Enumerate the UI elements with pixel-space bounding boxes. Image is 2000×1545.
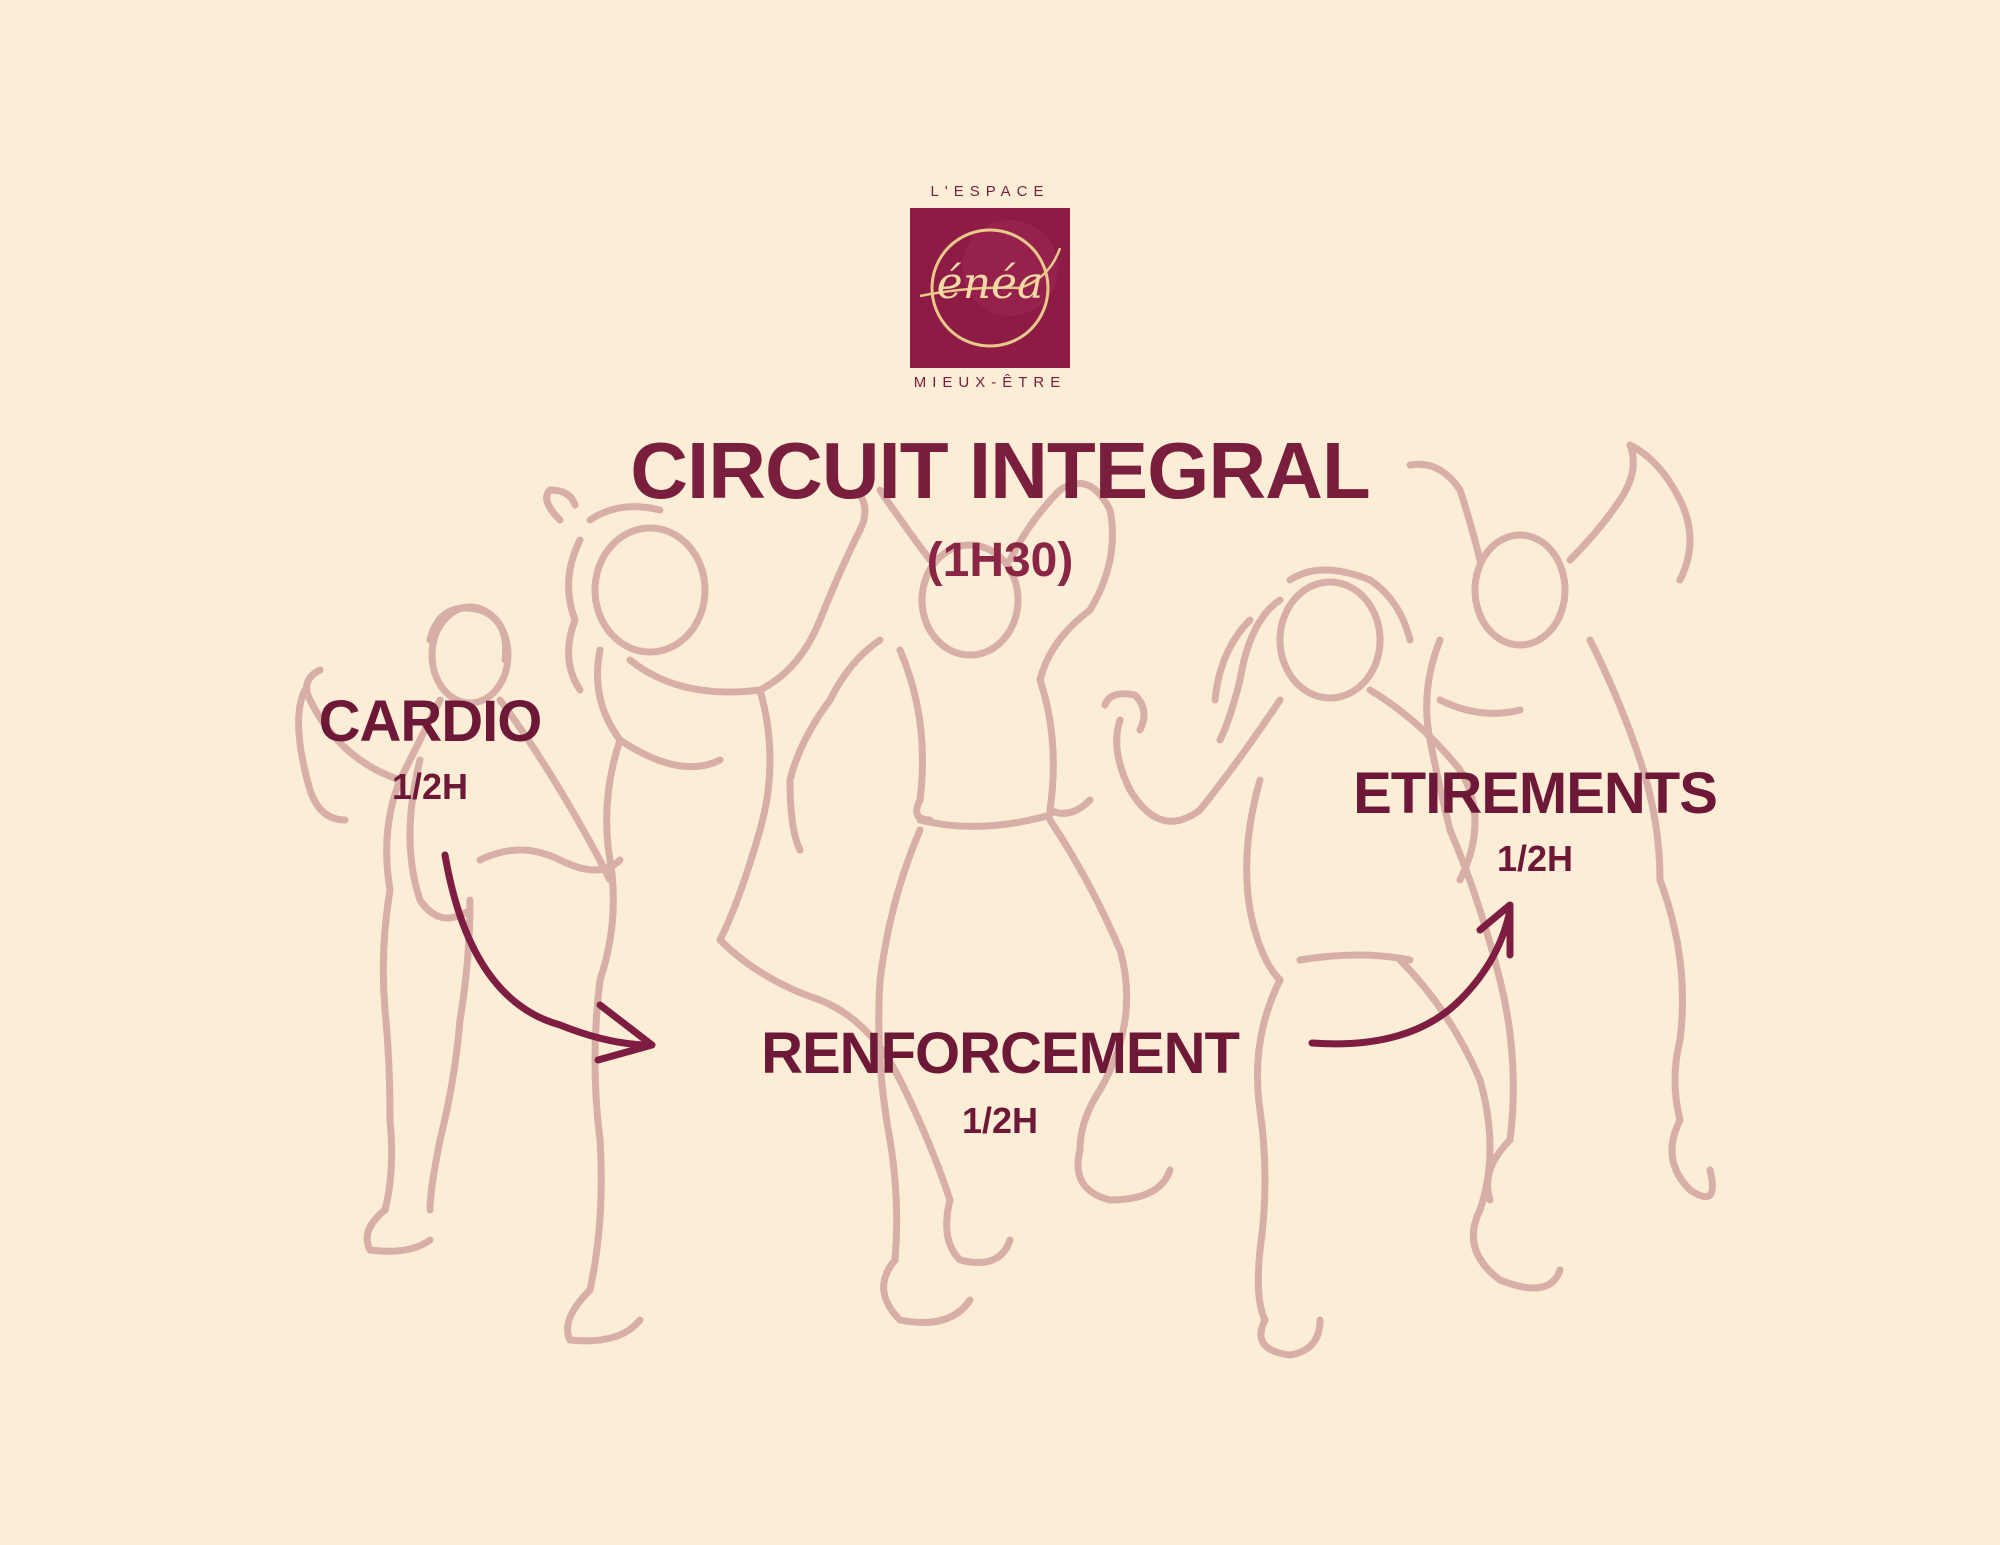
dancer-left (295, 603, 614, 1255)
page-title: CIRCUIT INTEGRAL (630, 426, 1371, 515)
step-cardio-duration: 1/2H (391, 766, 469, 807)
dancer-longhair (1101, 566, 1564, 1359)
logo-badge-icon: énéa (910, 208, 1070, 368)
dancer-braids (476, 486, 1014, 1345)
dancer-right (1406, 441, 1716, 1204)
logo-script-text: énéa (937, 258, 1044, 309)
logo-bottom-text: MIEUX-ÊTRE (913, 374, 1067, 391)
page-subtitle: (1H30) (926, 534, 1074, 587)
step-renforcement-label: RENFORCEMENT (761, 1021, 1240, 1086)
step-etirements-duration: 1/2H (1496, 838, 1574, 879)
step-etirements-label: ETIREMENTS (1353, 761, 1718, 826)
arrow-cardio-to-renforcement-icon (441, 851, 656, 1064)
arrow-renforcement-to-etirements-icon (1308, 901, 1514, 1048)
dancer-center (786, 479, 1174, 1326)
logo-top-text: L'ESPACE (930, 183, 1050, 200)
step-renforcement-duration: 1/2H (961, 1100, 1039, 1141)
step-cardio-label: CARDIO (318, 689, 543, 754)
